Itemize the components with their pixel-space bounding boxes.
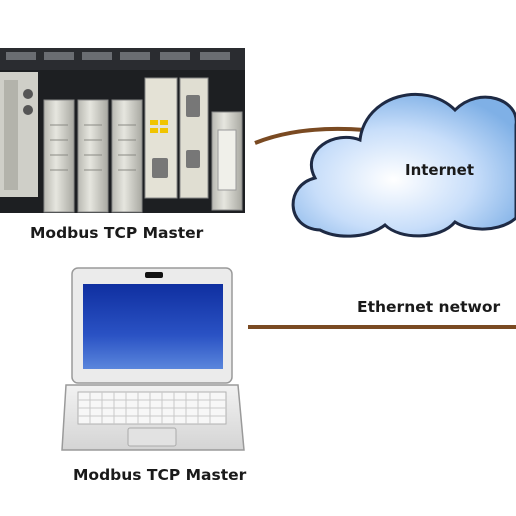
laptop-icon xyxy=(61,267,245,451)
plc-label: Modbus TCP Master xyxy=(30,224,204,242)
plc-cloud-link xyxy=(254,126,366,145)
cloud-icon xyxy=(291,93,516,238)
ethernet-label: Ethernet networ xyxy=(357,298,501,316)
plc-rack-icon xyxy=(0,48,245,213)
internet-label: Internet xyxy=(405,161,475,179)
laptop-label: Modbus TCP Master xyxy=(73,466,247,484)
